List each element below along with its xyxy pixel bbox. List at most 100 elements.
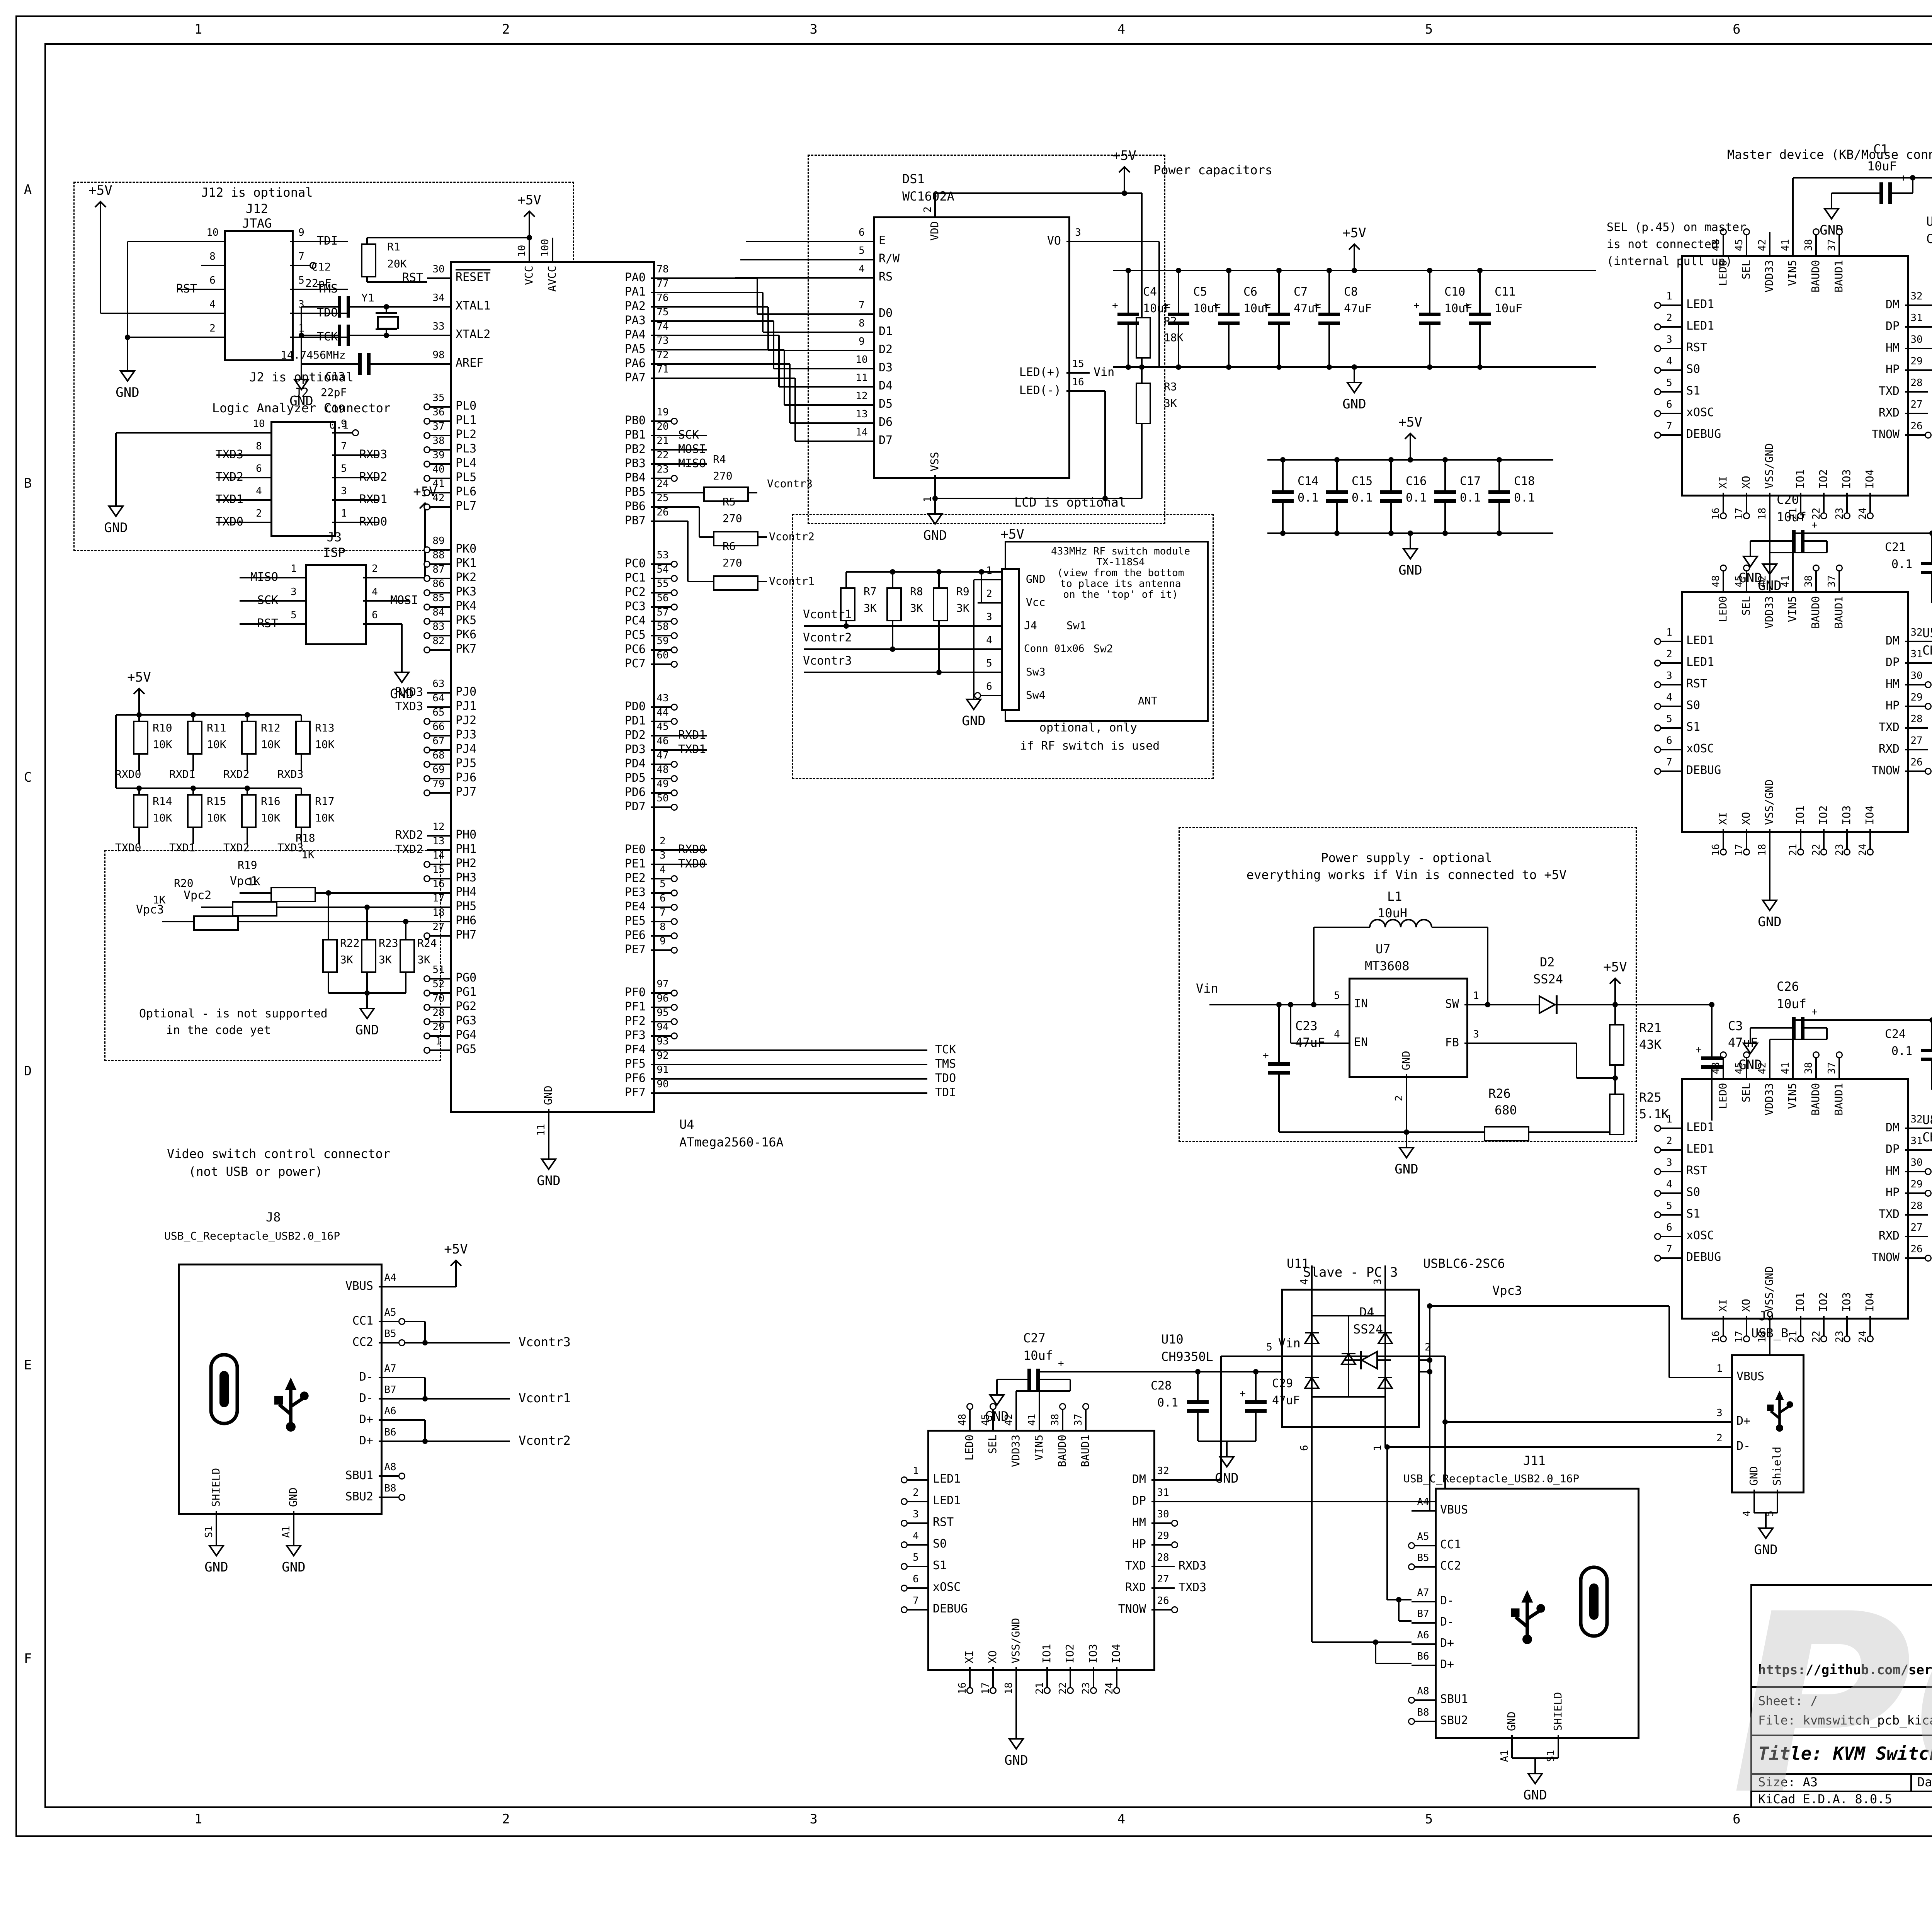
wire: [674, 1049, 927, 1051]
resistor[interactable]: [1136, 383, 1151, 424]
no-connect-flag: [1813, 1051, 1820, 1058]
connector-header[interactable]: [1001, 568, 1020, 711]
ic-CH9350L[interactable]: [1681, 255, 1909, 497]
capacitor-plate: [1380, 499, 1402, 503]
ic-DS1-WC1602A[interactable]: [873, 216, 1070, 479]
resistor[interactable]: [840, 587, 855, 621]
label: 1K: [301, 848, 315, 861]
resistor[interactable]: [1484, 1126, 1529, 1141]
connector-usb-b[interactable]: [1731, 1354, 1804, 1493]
resistor[interactable]: [933, 587, 948, 621]
wire: [992, 1406, 994, 1430]
label: C26: [1777, 979, 1799, 994]
pin-name: PK4: [456, 599, 477, 613]
wire: [1558, 1735, 1559, 1758]
wire: [935, 192, 1142, 194]
label: TXD0: [215, 515, 243, 529]
wire: [301, 364, 302, 379]
label: 45: [980, 1413, 992, 1426]
ic-USBLC6-2SC6[interactable]: [1281, 1289, 1420, 1428]
capacitor-plate: [1168, 321, 1189, 325]
label: to place its antenna: [1060, 578, 1181, 590]
connector-header[interactable]: [305, 564, 367, 645]
wire: [892, 618, 893, 649]
capacitor-plate: [338, 296, 341, 318]
resistor[interactable]: [1136, 317, 1151, 359]
label: GND: [1747, 1466, 1760, 1486]
label: 12: [855, 390, 868, 402]
resistor[interactable]: [400, 939, 415, 973]
junction-dot: [403, 919, 408, 924]
capacitor-plate: [1272, 490, 1294, 494]
wire: [332, 454, 355, 456]
capacitor-plate: [1701, 1065, 1723, 1069]
no-connect-flag: [423, 732, 430, 739]
resistor[interactable]: [886, 587, 902, 621]
resistor[interactable]: [232, 901, 277, 917]
ic-U4-ATmega2560[interactable]: [450, 261, 655, 1113]
wire: [427, 306, 450, 308]
resistor[interactable]: [322, 939, 338, 973]
no-connect-flag: [671, 761, 678, 768]
wire: [1151, 1566, 1175, 1567]
connector-header[interactable]: [224, 230, 294, 361]
resistor[interactable]: [241, 721, 257, 755]
wire: [1412, 1510, 1435, 1512]
resistor[interactable]: [361, 939, 376, 973]
label: VSS/GND: [1763, 1266, 1776, 1312]
resistor[interactable]: [713, 531, 759, 546]
wire: [427, 778, 450, 779]
label: LED0: [963, 1434, 976, 1461]
resistor[interactable]: [295, 721, 311, 755]
resistor[interactable]: [187, 794, 202, 828]
wire: [402, 1321, 425, 1322]
resistor[interactable]: [133, 794, 148, 828]
capacitor-plate: [1245, 1409, 1267, 1413]
label: 1: [1666, 1113, 1672, 1125]
wire: [1803, 540, 1827, 542]
resistor[interactable]: [133, 721, 148, 755]
ic-CH9350L[interactable]: [1681, 1078, 1909, 1320]
wire: [850, 259, 873, 260]
label: 10K: [261, 738, 281, 751]
wire: [651, 292, 674, 293]
ic-U7-MT3608[interactable]: [1349, 978, 1468, 1078]
wire: [1412, 1566, 1435, 1568]
connector-header[interactable]: [270, 421, 336, 537]
resistor[interactable]: [1609, 1024, 1624, 1066]
label: ISP: [323, 545, 345, 560]
resistor[interactable]: [270, 887, 316, 902]
resistor[interactable]: [187, 721, 202, 755]
label: 18: [1003, 1682, 1015, 1694]
no-connect-flag: [671, 932, 678, 939]
resistor[interactable]: [241, 794, 257, 828]
label: CC1: [352, 1314, 373, 1328]
ic-CH9350L[interactable]: [927, 1430, 1155, 1671]
resistor[interactable]: [713, 575, 759, 591]
wire: [1577, 1077, 1615, 1079]
label: 2: [1666, 312, 1672, 324]
resistor[interactable]: [295, 794, 311, 828]
label: 7: [298, 250, 304, 262]
label: A4: [1417, 1496, 1429, 1508]
no-connect-flag: [423, 546, 430, 553]
wire: [1905, 727, 1928, 729]
label: 29: [1910, 355, 1923, 367]
capacitor-plate: [1469, 313, 1491, 316]
wire: [1614, 989, 1616, 1005]
label: 83: [432, 621, 445, 633]
no-connect-flag: [1654, 432, 1661, 439]
label: 26: [1910, 420, 1923, 432]
resistor[interactable]: [1609, 1094, 1624, 1135]
label: 21: [1034, 1682, 1046, 1694]
resistor[interactable]: [703, 486, 749, 502]
label: Vcontr1: [769, 574, 815, 587]
label: A8: [1417, 1685, 1429, 1697]
ic-CH9350L[interactable]: [1681, 591, 1909, 833]
no-connect-flag: [1844, 512, 1850, 519]
resistor[interactable]: [361, 243, 376, 277]
wire: [804, 625, 978, 627]
resistor[interactable]: [193, 915, 239, 931]
label: 37: [1826, 239, 1838, 251]
label: 0.1: [1891, 557, 1913, 571]
